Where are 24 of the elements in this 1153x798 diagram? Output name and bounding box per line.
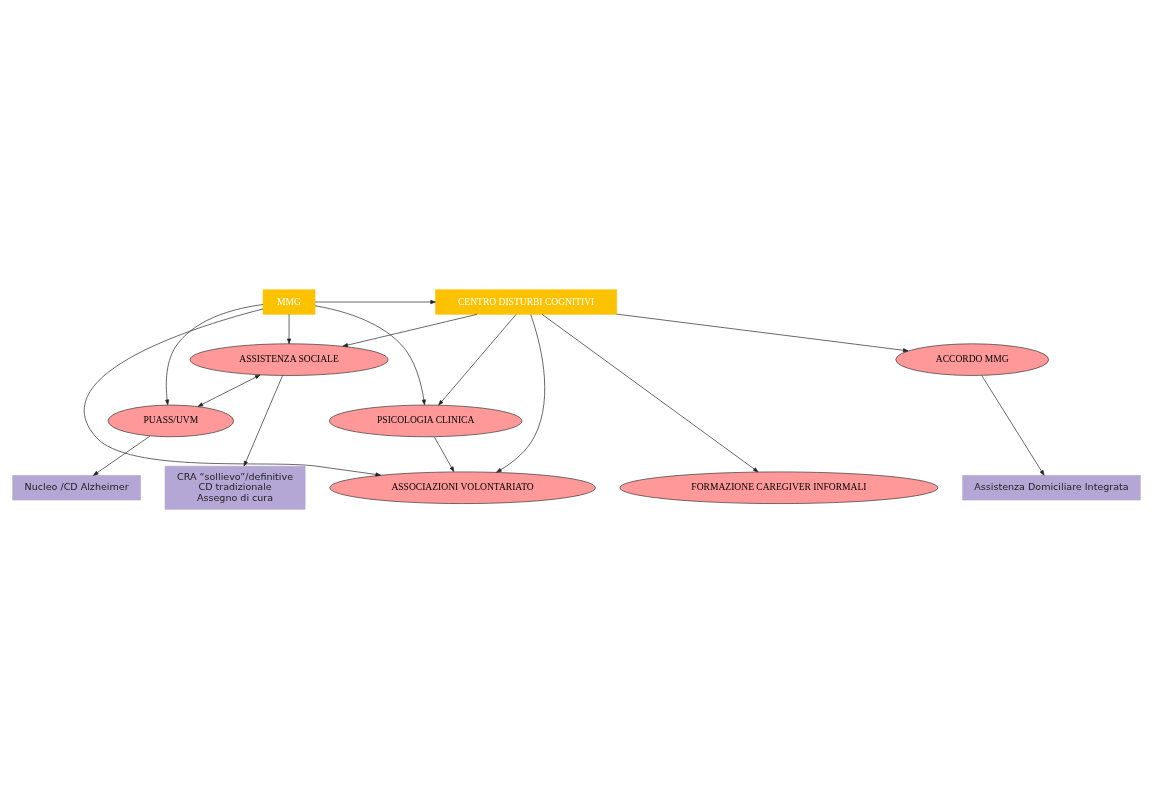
arrow: [314, 304, 426, 405]
node-box: MMG: [262, 288, 316, 315]
arrow: [616, 313, 909, 352]
arrow: [314, 299, 436, 304]
arrow: [496, 313, 546, 473]
node-ellipse: ACCORDO MMG: [895, 343, 1050, 376]
arrow: [981, 374, 1045, 476]
arrow: [541, 313, 759, 472]
node-ellipse: PSICOLOGIA CLINICA: [329, 404, 523, 437]
arrow: [243, 374, 283, 466]
arrow: [287, 313, 292, 344]
arrow: [165, 303, 264, 405]
node-box: CENTRO DISTURBI COGNITIVI: [435, 288, 617, 315]
arrow: [438, 313, 517, 405]
node-ellipse: FORMAZIONE CAREGIVER INFORMALI: [619, 471, 939, 504]
arrow: [197, 374, 261, 407]
arrow: [434, 436, 455, 472]
arrow: [93, 435, 151, 476]
arrow: [84, 308, 381, 476]
node-ellipse: PUASS/UVM: [107, 404, 234, 437]
node-box: Assistenza Domiciliare Integrata: [962, 474, 1141, 500]
arrow: [342, 313, 478, 347]
node-box: Nucleo /CD Alzheimer: [12, 474, 141, 500]
node-box: CRA “sollievo”/definitive CD tradizionale Assegno di cura: [164, 465, 306, 510]
